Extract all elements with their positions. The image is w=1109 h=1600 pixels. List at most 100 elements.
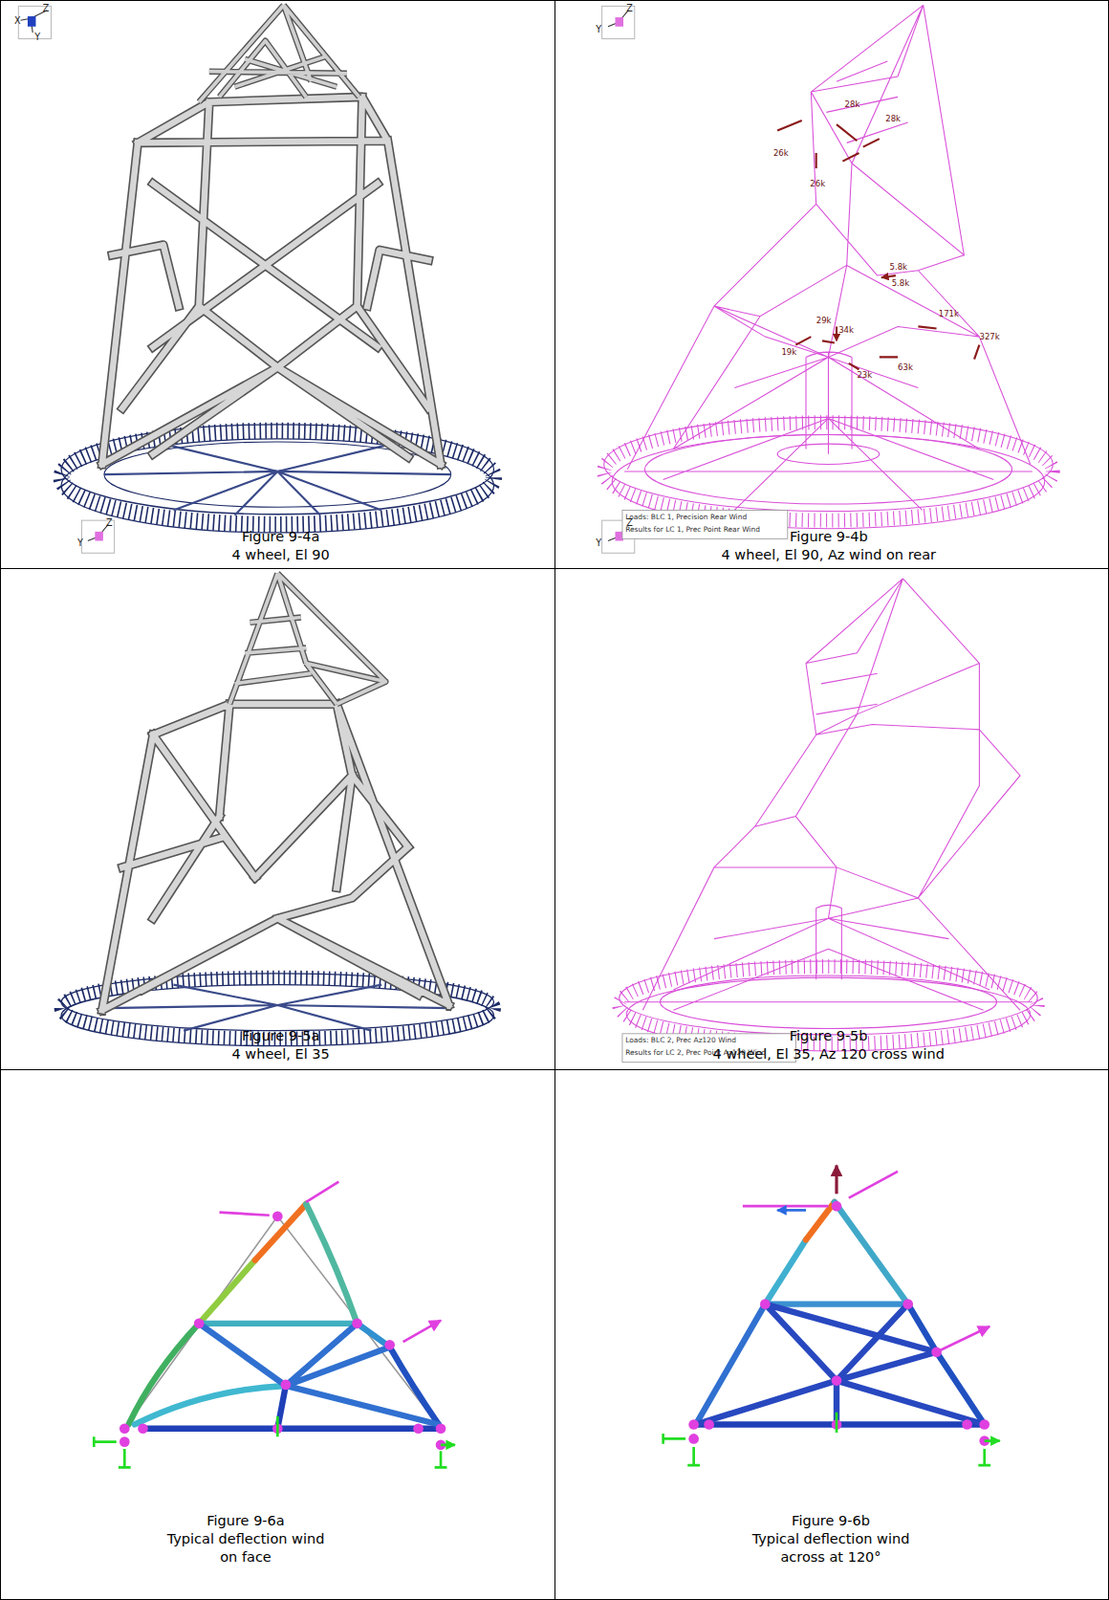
drawing-use bbox=[198, 4, 360, 102]
drawing-ellipse bbox=[61, 424, 494, 515]
figure-caption: Figure 9-4b4 wheel, El 90, Az wind on re… bbox=[721, 527, 937, 565]
figure-cell: Figure 9-5b4 wheel, El 35, Az 120 cross … bbox=[554, 567, 1109, 1070]
load-case-note: Results for LC 2, Prec Point Az120 Wind bbox=[625, 1048, 766, 1056]
figure-description: 4 wheel, El 90, Az wind on rear bbox=[721, 545, 937, 565]
drawing-ellipse bbox=[61, 430, 494, 524]
figure-number: Figure 9-4a bbox=[232, 527, 330, 546]
drawing-path bbox=[642, 578, 1021, 1010]
telescope-model-el35 bbox=[61, 573, 494, 1046]
drawing-path bbox=[624, 904, 1033, 1010]
drawing-g bbox=[119, 1210, 446, 1450]
drawing-circle bbox=[831, 1200, 843, 1212]
drawing-path bbox=[764, 1300, 908, 1306]
drawing-use bbox=[102, 96, 441, 464]
drawing-path bbox=[255, 1203, 306, 1261]
load-value: 63k bbox=[897, 363, 914, 372]
drawing-use bbox=[198, 4, 360, 102]
drawing-rect bbox=[94, 531, 104, 542]
drawing-use bbox=[229, 573, 386, 705]
drawing-g bbox=[688, 1200, 990, 1446]
figure-cell: Figure 9-5a4 wheel, El 35 bbox=[0, 567, 556, 1070]
figure-cell: Figure 9-4b4 wheel, El 90, Az wind on re… bbox=[554, 0, 1109, 569]
drawing-circle bbox=[119, 1422, 131, 1434]
drawing-path bbox=[198, 1320, 357, 1327]
drawing-path bbox=[219, 1181, 442, 1343]
drawing-path bbox=[305, 1203, 357, 1324]
axis-label: Z bbox=[106, 518, 113, 528]
figure-number: Figure 9-5b bbox=[713, 1026, 945, 1045]
drawing-path bbox=[107, 984, 449, 1031]
drawing-circle bbox=[902, 1298, 914, 1309]
load-case-note: Loads: BLC 2, Prec Az120 Wind bbox=[625, 1036, 737, 1044]
figure-caption: Figure 9-6aTypical deflection wind on fa… bbox=[160, 1511, 331, 1566]
drawing-circle bbox=[831, 1374, 843, 1386]
figure-caption: Figure 9-5a4 wheel, El 35 bbox=[232, 1026, 330, 1064]
load-case-note: Loads: BLC 1, Precision Rear Wind bbox=[625, 513, 747, 521]
drawing-path bbox=[357, 1323, 391, 1348]
drawing-path bbox=[142, 1425, 438, 1432]
drawing-path bbox=[93, 1435, 447, 1467]
figure-number: Figure 9-5a bbox=[232, 1026, 330, 1045]
drawing-path bbox=[805, 1201, 835, 1240]
wireframe-model-el35 bbox=[619, 326, 1038, 1062]
wireframe-model-el90 bbox=[604, 4, 1053, 539]
drawing-g bbox=[129, 1203, 439, 1429]
load-value: 171k bbox=[938, 309, 959, 319]
drawing-path bbox=[198, 1323, 439, 1425]
drawing-use bbox=[229, 573, 386, 705]
drawing-rect bbox=[614, 17, 624, 27]
load-value: 327k bbox=[978, 332, 1000, 342]
figure-description: Typical deflection wind across at 120° bbox=[745, 1529, 916, 1566]
drawing-ellipse bbox=[619, 960, 1038, 1035]
drawing-path bbox=[834, 1164, 838, 1194]
figure-number: Figure 9-6a bbox=[160, 1511, 331, 1530]
drawing-path bbox=[742, 1171, 990, 1352]
drawing-path bbox=[834, 1201, 909, 1305]
drawing-path bbox=[20, 10, 47, 33]
drawing-path bbox=[777, 1208, 806, 1212]
drawing-circle bbox=[688, 1433, 699, 1444]
drawing-path bbox=[87, 523, 109, 541]
drawing-path bbox=[663, 1433, 991, 1465]
load-value: 19k bbox=[781, 347, 797, 357]
axis-label: Y bbox=[595, 24, 602, 35]
drawing-circle bbox=[137, 1422, 149, 1434]
drawing-rect bbox=[27, 16, 37, 27]
figure-cell: Figure 9-6aTypical deflection wind on fa… bbox=[0, 1068, 556, 1600]
drawing-circle bbox=[961, 1418, 973, 1430]
drawing-circle bbox=[272, 1210, 283, 1221]
drawing-circle bbox=[760, 1298, 771, 1309]
drawing-circle bbox=[413, 1422, 424, 1434]
drawing-use bbox=[102, 703, 450, 1010]
drawing-circle bbox=[384, 1339, 395, 1350]
drawing-circle bbox=[194, 1318, 205, 1329]
load-value: 34k bbox=[838, 326, 854, 335]
load-value: 28k bbox=[885, 114, 901, 124]
load-case-note: Results for LC 1, Prec Point Rear Wind bbox=[625, 525, 761, 533]
drawing-path bbox=[198, 1260, 256, 1324]
drawing-circle bbox=[351, 1318, 363, 1329]
load-value: 29k bbox=[816, 316, 832, 326]
drawing-path bbox=[134, 1385, 286, 1425]
figure-description: Typical deflection wind on face bbox=[160, 1529, 331, 1566]
drawing-circle bbox=[435, 1422, 447, 1434]
figure-caption: Figure 9-6bTypical deflection wind acros… bbox=[745, 1511, 916, 1566]
load-value: 23k bbox=[856, 370, 872, 380]
axis-label: Y bbox=[34, 32, 41, 43]
drawing-circle bbox=[119, 1435, 131, 1447]
drawing-path bbox=[695, 1304, 985, 1425]
load-value: 5.8k bbox=[891, 279, 910, 288]
figure-caption: Figure 9-5b4 wheel, El 35, Az 120 cross … bbox=[713, 1026, 945, 1064]
drawing-circle bbox=[703, 1418, 715, 1430]
drawing-path bbox=[124, 1216, 441, 1429]
axis-label: X bbox=[14, 16, 22, 26]
load-value: 5.8k bbox=[890, 262, 908, 272]
axis-label: Z bbox=[626, 3, 633, 14]
drawing-path bbox=[627, 4, 1030, 469]
figure-description: 4 wheel, El 35 bbox=[232, 1044, 330, 1064]
drawing-path bbox=[777, 120, 896, 278]
drawing-rect bbox=[622, 509, 788, 539]
deflection-plot-120 bbox=[663, 1164, 1001, 1465]
figure-description: 4 wheel, El 90 bbox=[232, 545, 330, 565]
drawing-path bbox=[608, 10, 629, 27]
